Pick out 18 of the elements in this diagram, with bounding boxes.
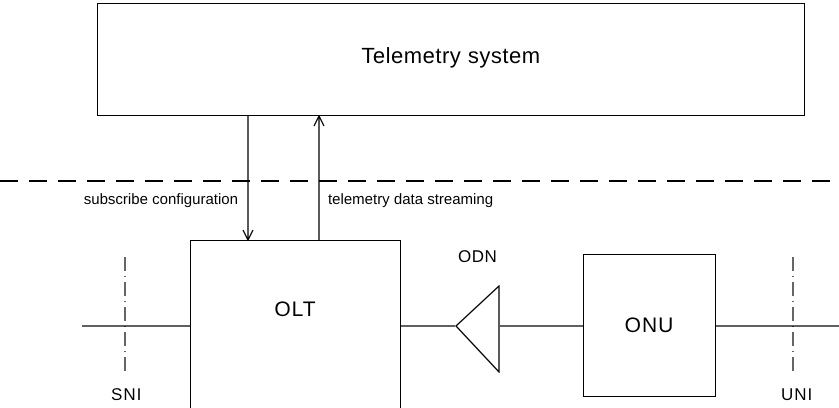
- component-box: [97, 3, 805, 116]
- interface-label: UNI: [781, 385, 814, 405]
- connector-line: [500, 325, 583, 327]
- interface-label: SNI: [111, 385, 142, 405]
- connector-line: [82, 325, 190, 327]
- connector-line: [401, 325, 455, 327]
- node-caption: ODN: [458, 247, 498, 267]
- connector-line: [716, 325, 839, 327]
- node-label: ONU: [624, 312, 674, 339]
- arrow: [313, 115, 325, 240]
- component-box: [583, 254, 716, 397]
- component-box: [190, 240, 401, 408]
- edge-label: telemetry data streaming: [326, 190, 496, 210]
- splitter-triangle: [455, 285, 500, 373]
- edge-label: subscribe configuration: [82, 190, 240, 210]
- node-label: Telemetry system: [361, 42, 541, 70]
- node-label: OLT: [274, 297, 317, 324]
- arrow: [242, 116, 254, 241]
